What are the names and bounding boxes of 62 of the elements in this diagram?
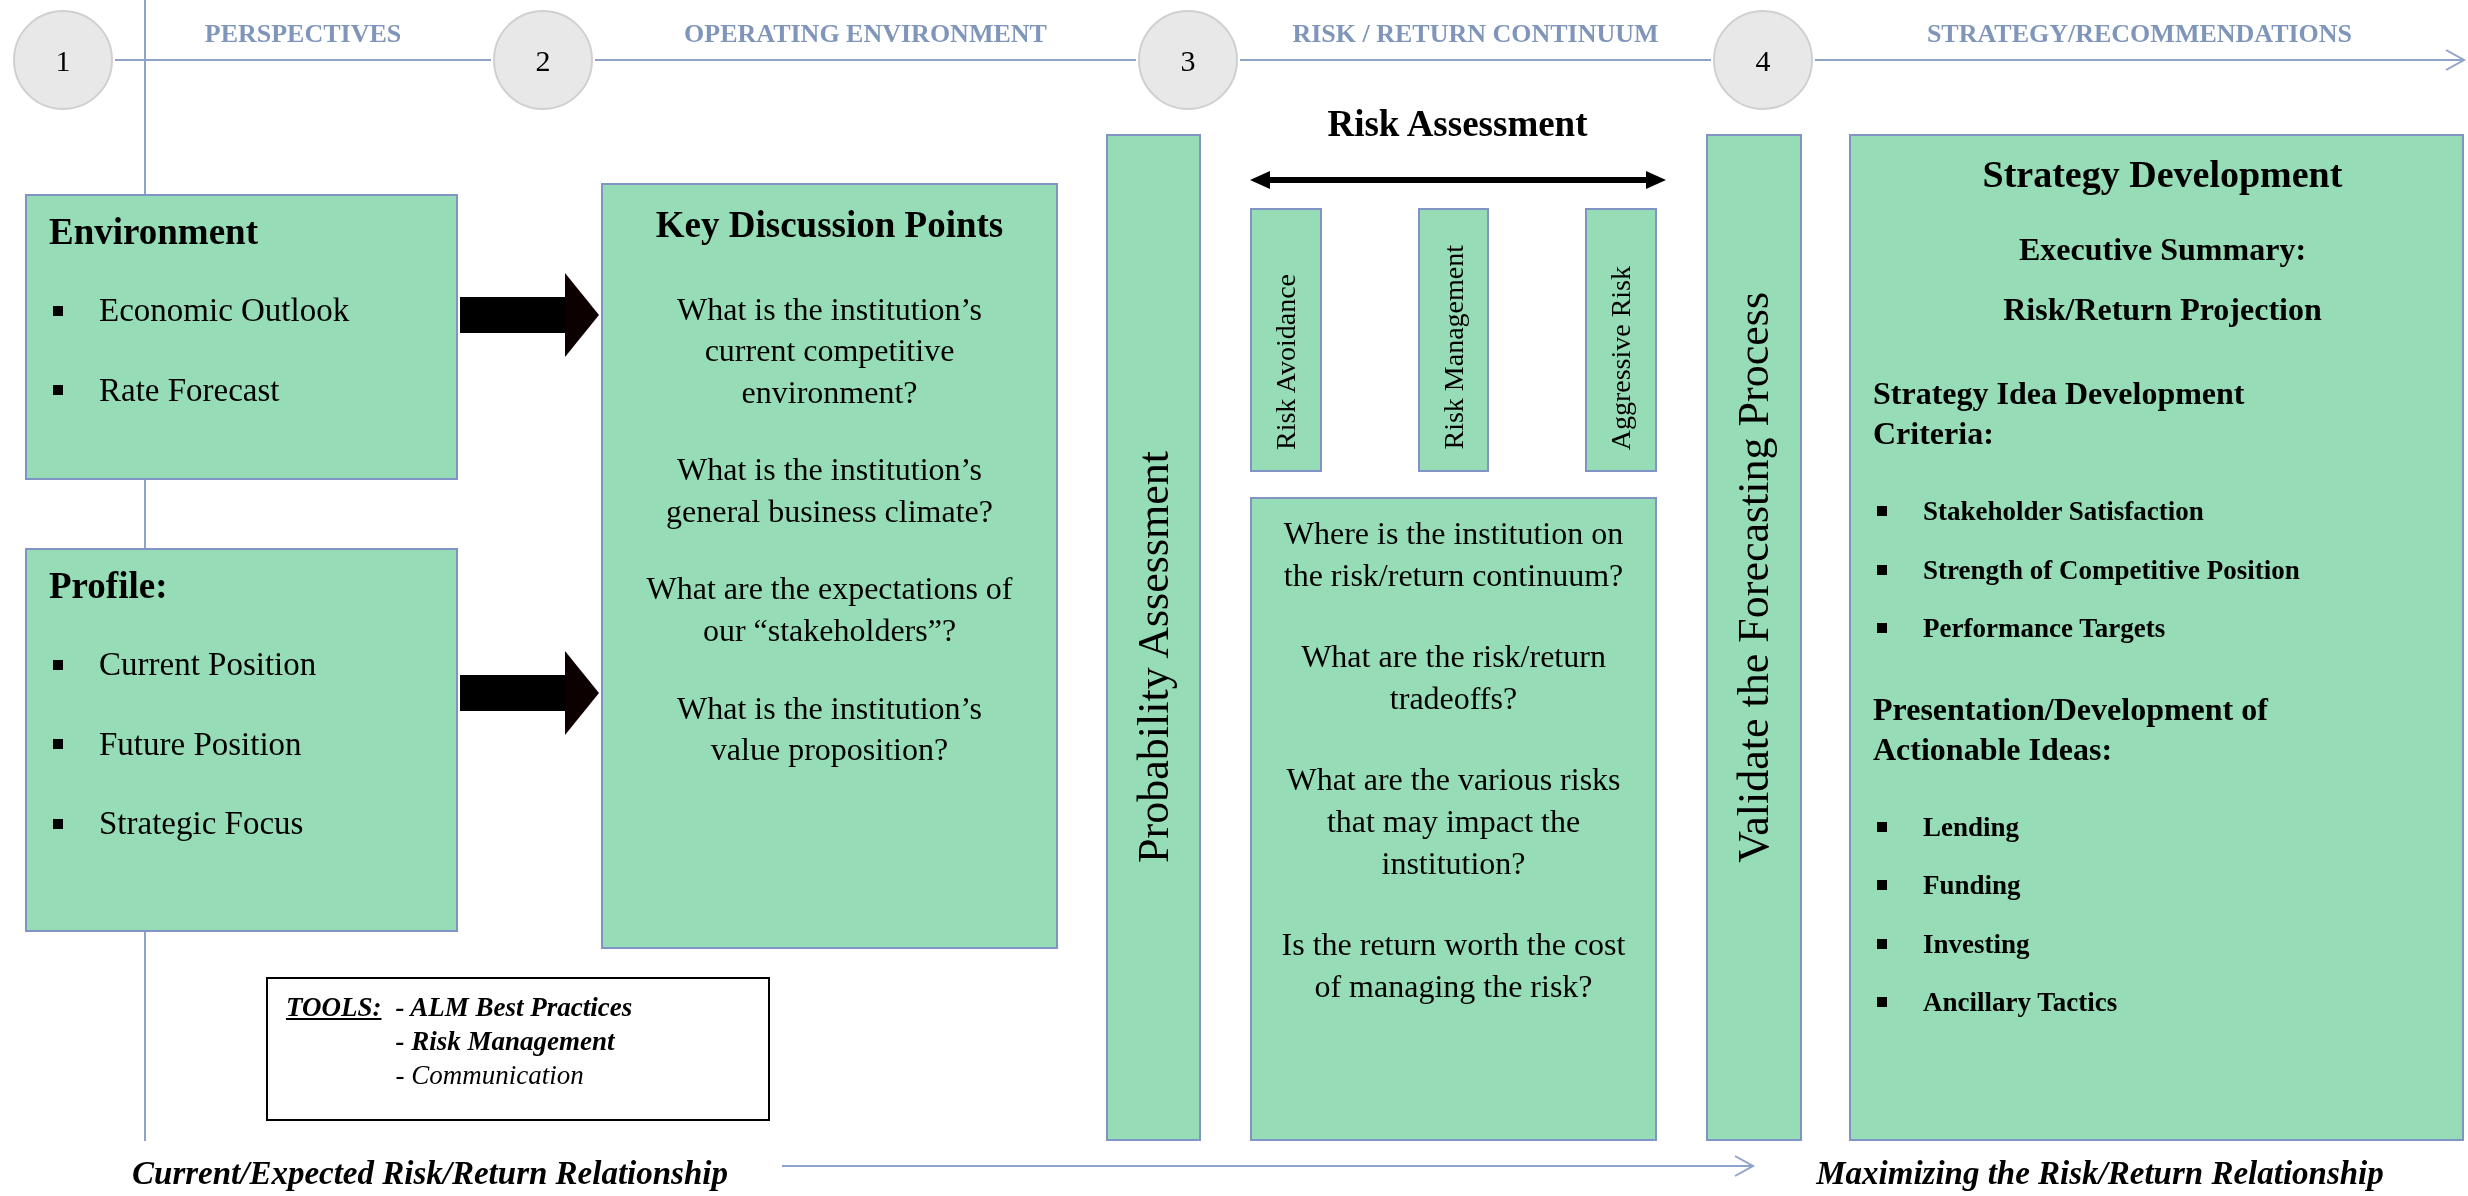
risk-level-box bbox=[1585, 208, 1657, 472]
question-box bbox=[1250, 497, 1657, 1141]
box-heading: Environment bbox=[49, 210, 259, 254]
bullet-text: Ancillary Tactics bbox=[1923, 986, 2118, 1019]
vertical-label: Validate the Forecasting Process bbox=[1728, 292, 1779, 863]
vertical-bar-box bbox=[1706, 134, 1802, 1141]
question-text: What are the risk/return tradeoffs? bbox=[1300, 637, 1607, 718]
tools-box bbox=[266, 977, 770, 1121]
bullet-text: Funding bbox=[1923, 869, 2021, 902]
block-arrow bbox=[460, 273, 599, 357]
summary-heading: Executive Summary: bbox=[2017, 230, 2308, 269]
bullet-text: Rate Forecast bbox=[99, 370, 280, 410]
bullet-text: Future Position bbox=[99, 724, 302, 764]
strategy-box bbox=[1849, 134, 2464, 1141]
question-text: Where is the institution on the risk/return continuum? bbox=[1282, 514, 1625, 595]
info-box bbox=[25, 194, 458, 480]
bullet-text: Stakeholder Satisfaction bbox=[1923, 495, 2204, 528]
question-text: What are the expectations of our “stakeholders”? bbox=[645, 569, 1014, 651]
question-text: What is the institution’s current competitive environment? bbox=[676, 289, 983, 412]
bullet-text: Economic Outlook bbox=[99, 291, 350, 331]
box-heading: Strategy Development bbox=[1981, 152, 2344, 197]
tool-item: - ALM Best Practices bbox=[395, 991, 633, 1024]
bullet-text: Current Position bbox=[99, 645, 317, 685]
info-box bbox=[25, 548, 458, 932]
connector-line bbox=[594, 59, 1137, 61]
question-text: Is the return worth the cost of managing the risk? bbox=[1280, 925, 1627, 1006]
arrow bbox=[1814, 49, 2465, 71]
bullet-text: Performance Targets bbox=[1923, 612, 2166, 645]
section-heading: Strategy Idea Development Criteria: bbox=[1873, 374, 2246, 453]
vertical-label: Risk Management bbox=[1436, 245, 1470, 450]
block-arrow bbox=[460, 651, 599, 735]
tool-item: - Communication bbox=[395, 1058, 585, 1092]
vertical-label: Aggressive Risk bbox=[1604, 265, 1637, 450]
step-number: 3 bbox=[1180, 42, 1196, 79]
caption-text: Maximizing the Risk/Return Relationship bbox=[1816, 1154, 2384, 1194]
bullet-text: Investing bbox=[1923, 927, 2030, 961]
step-number: 2 bbox=[535, 42, 551, 79]
vertical-bar-box bbox=[1106, 134, 1201, 1141]
vertical-label: Risk Avoidance bbox=[1269, 274, 1302, 450]
question-text: What is the institution’s general business climate? bbox=[665, 450, 994, 531]
section-heading: Presentation/Development of Actionable Ideas: bbox=[1873, 689, 2270, 769]
connector-line bbox=[114, 59, 492, 61]
bullet-text: Strategic Focus bbox=[99, 804, 304, 844]
risk-level-box bbox=[1250, 208, 1322, 472]
bullet-text: Strength of Competitive Position bbox=[1923, 553, 2300, 587]
risk-level-box bbox=[1418, 208, 1489, 472]
summary-heading: Risk/Return Projection bbox=[2002, 290, 2323, 329]
vertical-label: Probability Assessment bbox=[1127, 451, 1179, 863]
question-text: What are the various risks that may impact the institution? bbox=[1285, 760, 1622, 883]
question-text: What is the institution’s value proposition? bbox=[676, 688, 983, 770]
tools-heading: TOOLS: bbox=[286, 991, 382, 1024]
box-heading: Profile: bbox=[49, 564, 169, 608]
tool-item: - Risk Management bbox=[395, 1024, 616, 1058]
connector-line bbox=[1239, 59, 1712, 61]
caption-text: Current/Expected Risk/Return Relationship bbox=[132, 1154, 728, 1194]
step-number: 1 bbox=[55, 42, 71, 79]
bullet-text: Lending bbox=[1923, 810, 2020, 844]
discussion-box bbox=[601, 183, 1058, 949]
box-heading: Key Discussion Points bbox=[655, 203, 1004, 247]
section-title: Risk Assessment bbox=[1327, 102, 1588, 146]
step-number: 4 bbox=[1755, 42, 1771, 79]
arrow bbox=[781, 1155, 1754, 1177]
